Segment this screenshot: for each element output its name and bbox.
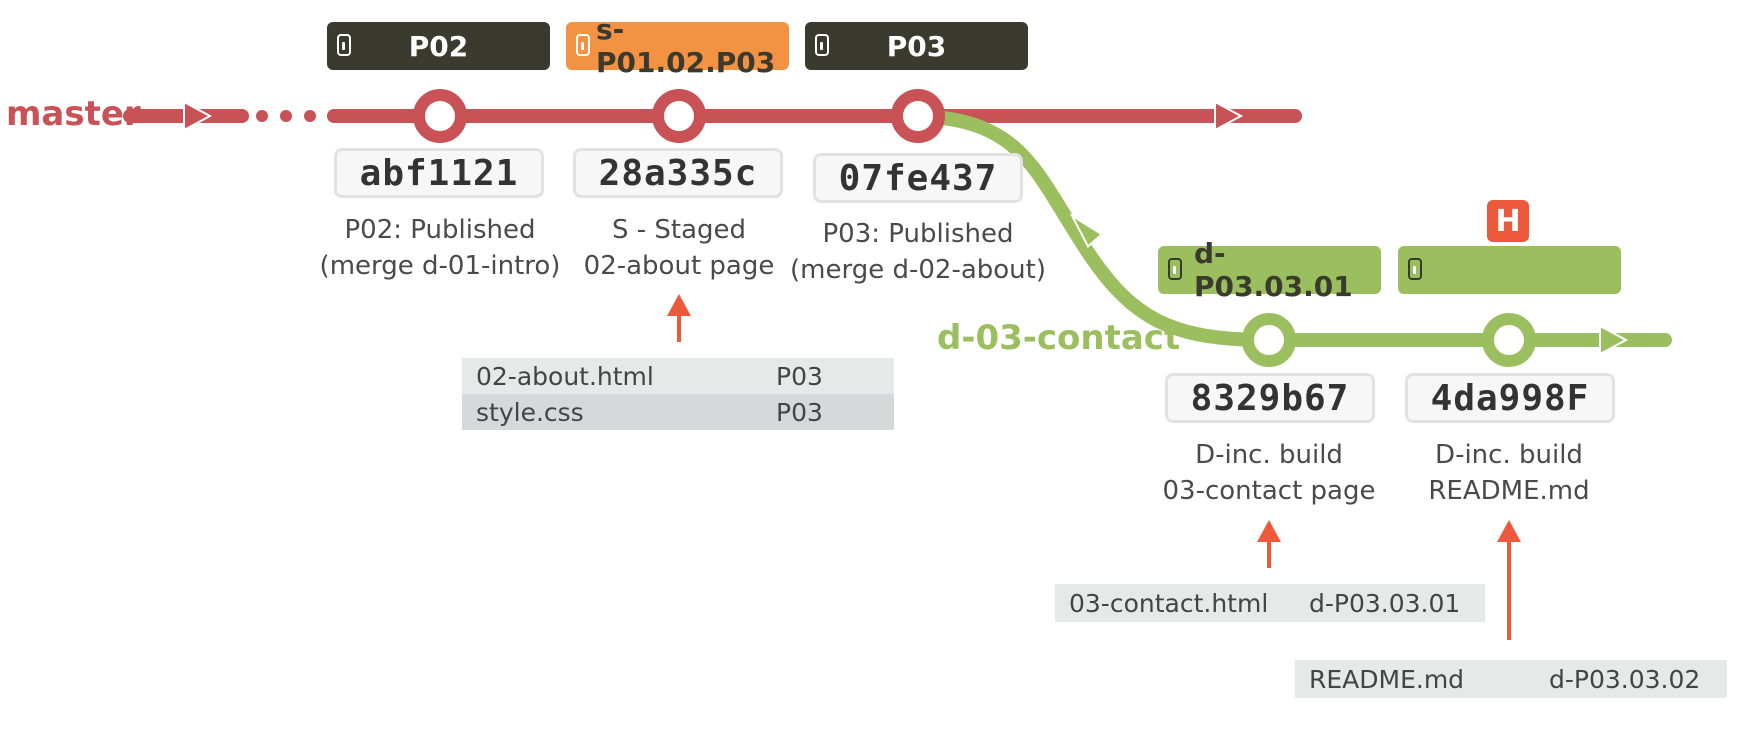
- commit-sha[interactable]: abf1121: [334, 148, 544, 198]
- contact-arrow-2: [1599, 324, 1629, 356]
- tag-icon: [1168, 258, 1182, 280]
- commit-description: P03: Published (merge d-02-about): [790, 219, 1046, 285]
- commit-description: S - Staged 02-about page: [583, 215, 775, 281]
- tag-dev[interactable]: d-P03.03.01: [1158, 237, 1381, 303]
- arrow-up-icon: [1257, 520, 1281, 568]
- branch-label-contact[interactable]: d-03-contact: [937, 318, 1181, 358]
- commit-node-icon[interactable]: [652, 89, 706, 143]
- tag-p02[interactable]: P02: [327, 22, 550, 70]
- table-row: 03-contact.html d-P03.03.01: [1055, 584, 1485, 622]
- file-table-staged: 02-about.html P03 style.css P03: [462, 358, 894, 430]
- table-row: style.css P03: [462, 394, 894, 430]
- commit-sha[interactable]: 4da998F: [1405, 373, 1615, 423]
- table-row: README.md d-P03.03.02: [1295, 660, 1727, 698]
- file-table-readme: README.md d-P03.03.02: [1295, 660, 1727, 698]
- branch-label-master[interactable]: master: [6, 94, 141, 134]
- tag-dev-2[interactable]: [1398, 246, 1621, 294]
- commit-sha[interactable]: 8329b67: [1165, 373, 1375, 423]
- tag-icon: [576, 34, 590, 56]
- commit-sha[interactable]: 28a335c: [573, 148, 783, 198]
- tag-p03[interactable]: P03: [805, 22, 1028, 70]
- commit-description: P02: Published (merge d-01-intro): [319, 215, 561, 281]
- tag-icon: [337, 34, 351, 56]
- commit-sha[interactable]: 07fe437: [813, 153, 1023, 203]
- arrow-up-icon: [1497, 520, 1521, 640]
- file-table-contact: 03-contact.html d-P03.03.01: [1055, 584, 1485, 622]
- commit-node-icon[interactable]: [1482, 313, 1536, 367]
- commit-description: D-inc. build README.md: [1428, 440, 1590, 506]
- commit-node-icon[interactable]: [891, 89, 945, 143]
- commit-description: D-inc. build 03-contact page: [1162, 440, 1376, 506]
- tag-staged[interactable]: s-P01.02.P03: [566, 13, 789, 79]
- contact-arrow-1: [1069, 213, 1104, 249]
- contact-branch-curve: [913, 109, 1277, 347]
- table-row: 02-about.html P03: [462, 358, 894, 394]
- master-arrow-2: [1214, 100, 1244, 132]
- master-dot-1: [256, 110, 268, 122]
- master-arrow-1: [183, 100, 213, 132]
- master-dot-3: [304, 110, 316, 122]
- head-badge[interactable]: H: [1487, 200, 1529, 242]
- tag-icon: [1408, 258, 1422, 280]
- commit-node-icon[interactable]: [1242, 313, 1296, 367]
- master-dot-2: [280, 110, 292, 122]
- commit-node-icon[interactable]: [413, 89, 467, 143]
- arrow-up-icon: [667, 294, 691, 342]
- tag-icon: [815, 34, 829, 56]
